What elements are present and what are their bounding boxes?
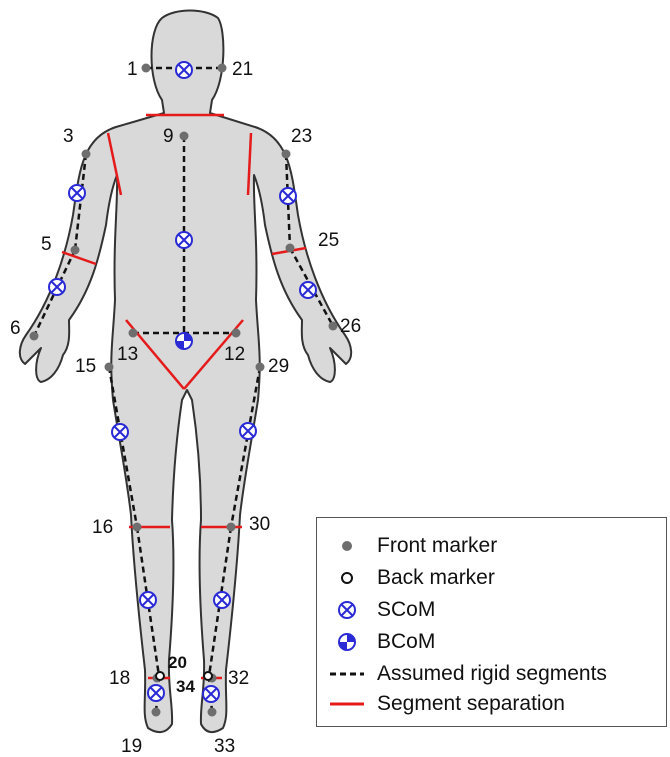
- scom-marker: [140, 592, 156, 608]
- marker-label-13: 13: [117, 344, 138, 365]
- front-marker: [133, 523, 142, 532]
- front-marker: [282, 150, 291, 159]
- scom-marker: [280, 188, 296, 204]
- legend-item-back-marker: Back marker: [327, 564, 495, 592]
- front-marker: [71, 246, 80, 255]
- legend-label: BCoM: [377, 630, 435, 654]
- bcom-icon: [327, 628, 367, 656]
- back-marker: [156, 672, 164, 680]
- scom-marker: [69, 185, 85, 201]
- marker-label-1: 1: [127, 59, 138, 80]
- front-marker: [105, 363, 114, 372]
- legend-label: Front marker: [377, 534, 497, 558]
- scom-marker: [112, 424, 128, 440]
- legend-item-front-marker: Front marker: [327, 532, 497, 560]
- front-marker-icon: [327, 532, 367, 560]
- marker-label-18: 18: [109, 668, 130, 689]
- scom-marker: [176, 232, 192, 248]
- marker-label-5: 5: [41, 234, 52, 255]
- marker-label-21: 21: [232, 59, 253, 80]
- legend-label: SCoM: [377, 598, 435, 622]
- scom-icon: [327, 596, 367, 624]
- front-marker: [329, 322, 338, 331]
- marker-label-26: 26: [340, 316, 361, 337]
- marker-label-33: 33: [214, 736, 235, 757]
- marker-label-6: 6: [10, 318, 21, 339]
- scom-marker: [49, 279, 65, 295]
- scom-marker: [300, 282, 316, 298]
- front-marker: [82, 150, 91, 159]
- scom-marker: [240, 423, 256, 439]
- bcom-marker: [176, 333, 192, 349]
- marker-label-16: 16: [92, 517, 113, 538]
- scom-marker: [214, 592, 230, 608]
- legend-label: Back marker: [377, 566, 495, 590]
- legend-label: Segment separation: [377, 692, 565, 716]
- body-silhouette: [20, 11, 351, 733]
- front-marker: [152, 708, 161, 717]
- front-marker: [227, 523, 236, 532]
- marker-label-29: 29: [268, 356, 289, 377]
- front-marker: [232, 329, 241, 338]
- marker-label-3: 3: [63, 126, 74, 147]
- marker-label-25: 25: [318, 230, 339, 251]
- front-marker: [30, 332, 39, 341]
- marker-label-15: 15: [75, 356, 96, 377]
- marker-label-32: 32: [228, 668, 249, 689]
- marker-label-34: 34: [176, 677, 195, 696]
- scom-marker: [176, 62, 192, 78]
- marker-label-30: 30: [249, 514, 270, 535]
- marker-label-19: 19: [121, 736, 142, 757]
- marker-label-12: 12: [224, 344, 245, 365]
- front-marker: [218, 64, 227, 73]
- marker-label-23: 23: [291, 126, 312, 147]
- back-marker: [204, 672, 212, 680]
- scom-marker: [148, 685, 164, 701]
- marker-label-9: 9: [163, 126, 174, 147]
- legend-label: Assumed rigid segments: [377, 662, 607, 686]
- legend: Front marker Back marker SCoM: [316, 517, 667, 727]
- front-marker: [129, 329, 138, 338]
- legend-item-scom: SCoM: [327, 596, 435, 624]
- front-marker: [180, 132, 189, 141]
- front-marker: [142, 64, 151, 73]
- marker-label-20: 20: [168, 653, 187, 672]
- front-marker: [208, 708, 217, 717]
- front-marker: [286, 244, 295, 253]
- legend-item-bcom: BCoM: [327, 628, 435, 656]
- red-line-icon: [327, 690, 367, 718]
- dashed-line-icon: [327, 660, 367, 688]
- back-marker-icon: [327, 564, 367, 592]
- legend-item-rigid-segments: Assumed rigid segments: [327, 660, 607, 688]
- scom-marker: [203, 686, 219, 702]
- front-marker: [256, 363, 265, 372]
- legend-item-segment-separation: Segment separation: [327, 690, 565, 718]
